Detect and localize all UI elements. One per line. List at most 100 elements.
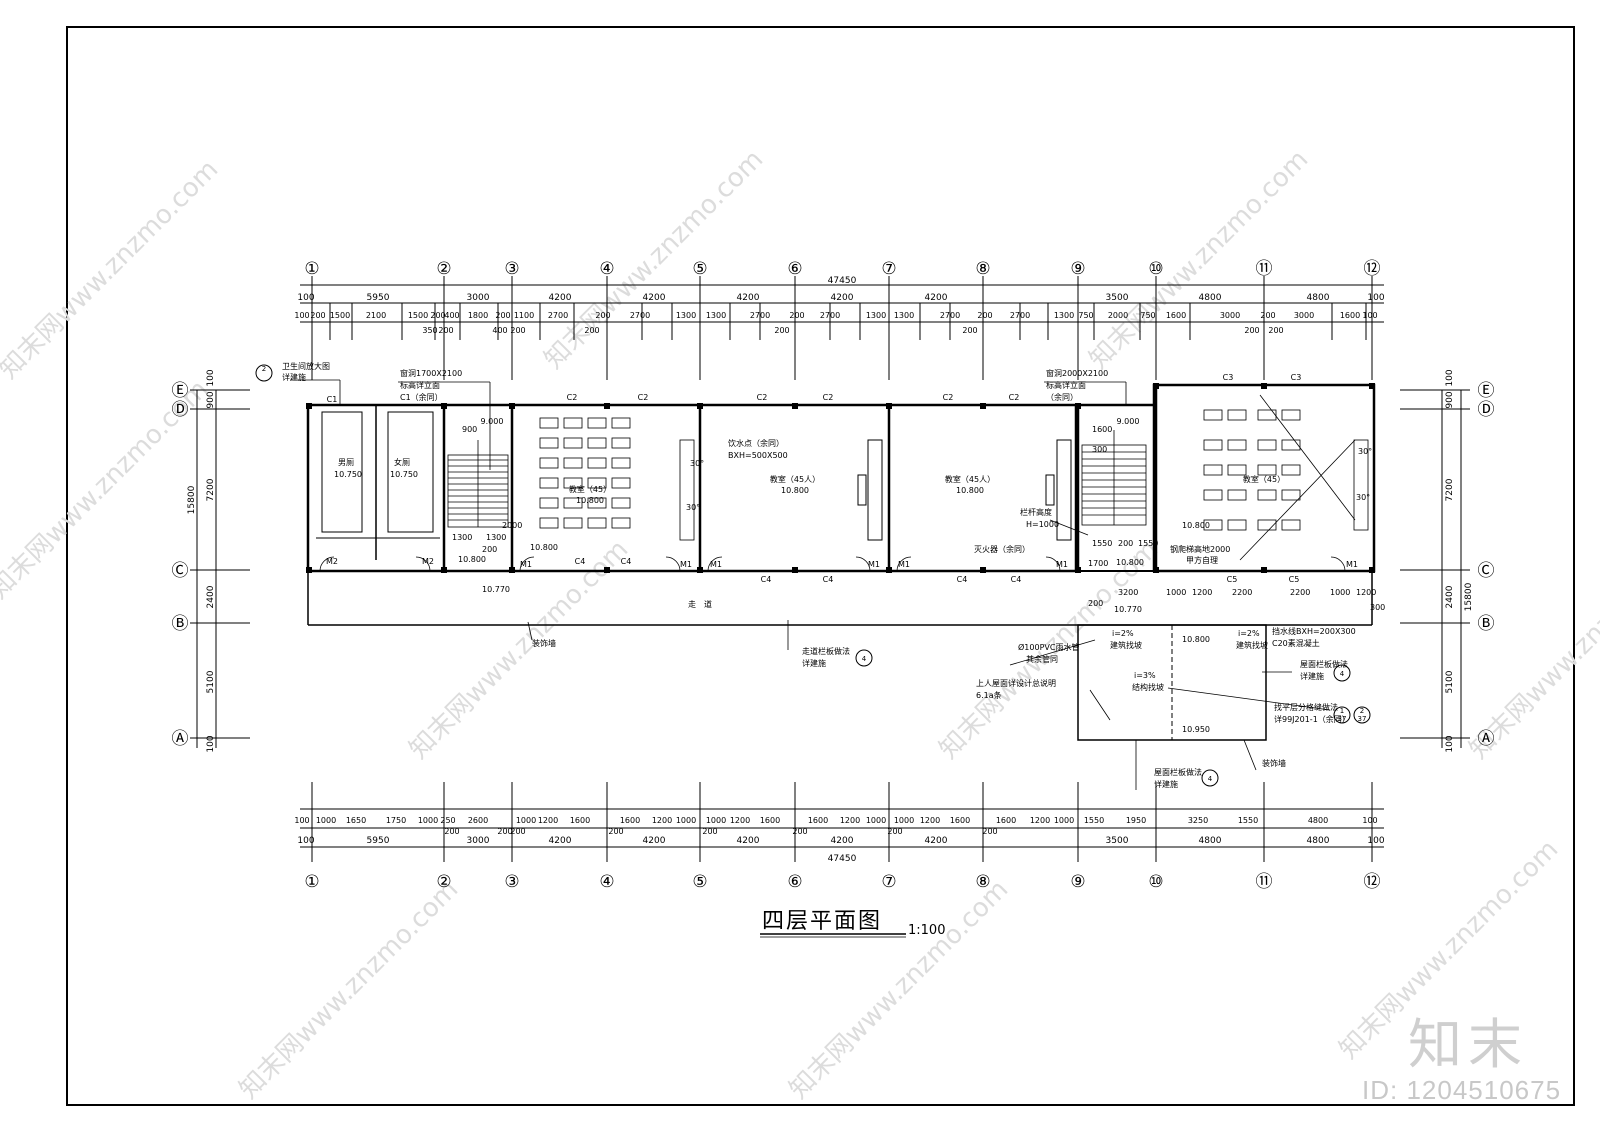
note-window-hole: 窗洞2000X2100 (1046, 368, 1108, 378)
note-drain: 其余管同 (1026, 654, 1058, 664)
window-tag: C2 (823, 393, 834, 402)
axis-label: ⑥ (787, 872, 802, 892)
detail-ref: 4 (862, 655, 867, 663)
dimension-value: 4200 (925, 836, 948, 846)
dimension-value: 100 (1367, 836, 1384, 846)
detail-ref: 1 (1340, 707, 1344, 715)
door-tag: M2 (326, 557, 338, 566)
dimension-value: 1000 (418, 816, 438, 825)
note-rail-height: H=1000 (1026, 520, 1059, 529)
structural-columns (306, 383, 1375, 573)
dimension-value: 4200 (831, 836, 854, 846)
axis-label: ⑪ (1256, 259, 1273, 279)
bottom-axis-dimension-text: 100 5950 3000 4200 4200 4200 4200 4200 3… (297, 836, 1384, 864)
door-tag: M1 (680, 560, 692, 569)
axis-label: Ⓒ (172, 561, 189, 581)
dim-right: 1000 (1166, 588, 1186, 597)
dimension-value: 200 (444, 827, 459, 836)
dimension-value: 1600 (950, 816, 970, 825)
dimension-value: 5950 (367, 836, 390, 846)
corridor-elevation: 10.770 (1114, 605, 1142, 614)
desks-classroom-4 (1203, 394, 1369, 561)
dimension-value: 1100 (514, 311, 534, 320)
window-tag: C4 (761, 575, 772, 584)
window-tag: C4 (957, 575, 968, 584)
stair-elevation: 9.000 (1117, 417, 1140, 426)
dimension-value: 100 (1445, 735, 1455, 752)
note-slope: 建筑找坡 (1236, 640, 1268, 650)
dimension-value: 1000 (866, 816, 886, 825)
dimension-value: 200 (510, 827, 525, 836)
annotations: 卫生间放大图 详建施 窗洞1700X2100 标高详立面 C1（余同） 窗洞20… (282, 361, 1385, 789)
dimension-value: 100 (1445, 369, 1455, 386)
room-elevation: 10.800 (1182, 521, 1210, 530)
corridor-elevation: 10.770 (482, 585, 510, 594)
note-slope: i=2% (1238, 629, 1260, 638)
note-bottom-rail: 详建施 (1154, 779, 1178, 789)
dimension-value: 1500 (330, 311, 350, 320)
dimension-value: 2100 (366, 311, 386, 320)
dimension-value: 1300 (706, 311, 726, 320)
left-dimension-text: 15800 100 900 7200 2400 5100 100 (187, 369, 216, 752)
dim-stair: 1300 (486, 533, 506, 542)
dimension-value: 1600 (1166, 311, 1186, 320)
window-tag: C5 (1227, 575, 1238, 584)
room-elevation: 10.800 (576, 496, 604, 505)
door-tag: M1 (520, 560, 532, 569)
dimension-value: 1000 (676, 816, 696, 825)
note-window-hole: C1（余同） (400, 392, 443, 402)
dimension-value: 200 (510, 326, 525, 335)
dimension-value: 200 (595, 311, 610, 320)
dimension-value: 3000 (467, 836, 490, 846)
class-elevation: 10.800 (530, 543, 558, 552)
window-tag: C4 (575, 557, 586, 566)
dimension-value: 1200 (920, 816, 940, 825)
dimension-value: 1600 (570, 816, 590, 825)
axis-label: Ⓑ (1478, 614, 1495, 634)
desks-classroom-1 (539, 417, 695, 541)
axis-label: ⑩ (1148, 259, 1163, 279)
window-tag: C4 (1011, 575, 1022, 584)
axis-label: Ⓐ (172, 729, 189, 749)
door-tag: M1 (710, 560, 722, 569)
dim-stair: 2000 (502, 521, 522, 530)
note-window-hole: （余同） (1046, 392, 1078, 402)
note-angle: 30° (1358, 447, 1372, 456)
dimension-total: 15800 (187, 485, 197, 514)
axis-label: ⑪ (1256, 872, 1273, 892)
dimension-value: 2000 (1108, 311, 1128, 320)
door-tag: M1 (868, 560, 880, 569)
dim-stair: 1300 (452, 533, 472, 542)
room-elevation: 10.750 (334, 470, 362, 479)
room-classroom-4: 教室（45） (1243, 474, 1285, 484)
dimension-value: 200 (982, 827, 997, 836)
dimension-value: 4800 (1199, 836, 1222, 846)
dimension-value: 4200 (925, 293, 948, 303)
dimension-value: 100 (297, 836, 314, 846)
blackboards (857, 439, 1072, 541)
dimension-value: 200 (774, 326, 789, 335)
dimension-value: 1000 (706, 816, 726, 825)
watermark-text: 知末网www.znzmo.com (234, 874, 465, 1105)
axis-label: ③ (504, 872, 519, 892)
class-elevation: 10.800 (458, 555, 486, 564)
dimension-value: 3250 (1188, 816, 1208, 825)
note-corridor-rail: 详建施 (802, 658, 826, 668)
dim-stair: 1550 (1138, 539, 1158, 548)
watermark-text: 知末网www.znzmo.com (0, 154, 224, 385)
dim-right: 1000 (1330, 588, 1350, 597)
dimension-value: 1300 (1054, 311, 1074, 320)
dimension-value: 7200 (206, 478, 216, 501)
stair-elevation: 9.000 (481, 417, 504, 426)
dimension-value: 4200 (737, 836, 760, 846)
dimension-value: 1750 (386, 816, 406, 825)
dim-right: 3200 (1118, 588, 1138, 597)
dimension-value: 100 (1367, 293, 1384, 303)
dimension-value: 200 (887, 827, 902, 836)
detail-reference-text: 2 4 4 1 37 2 37 4 (262, 365, 1367, 783)
dimension-value: 1200 (1030, 816, 1050, 825)
dimension-value: 7200 (1445, 478, 1455, 501)
right-dimension-text: 15800 100 900 7200 2400 5100 100 (1445, 369, 1474, 752)
dimension-value: 4200 (549, 293, 572, 303)
